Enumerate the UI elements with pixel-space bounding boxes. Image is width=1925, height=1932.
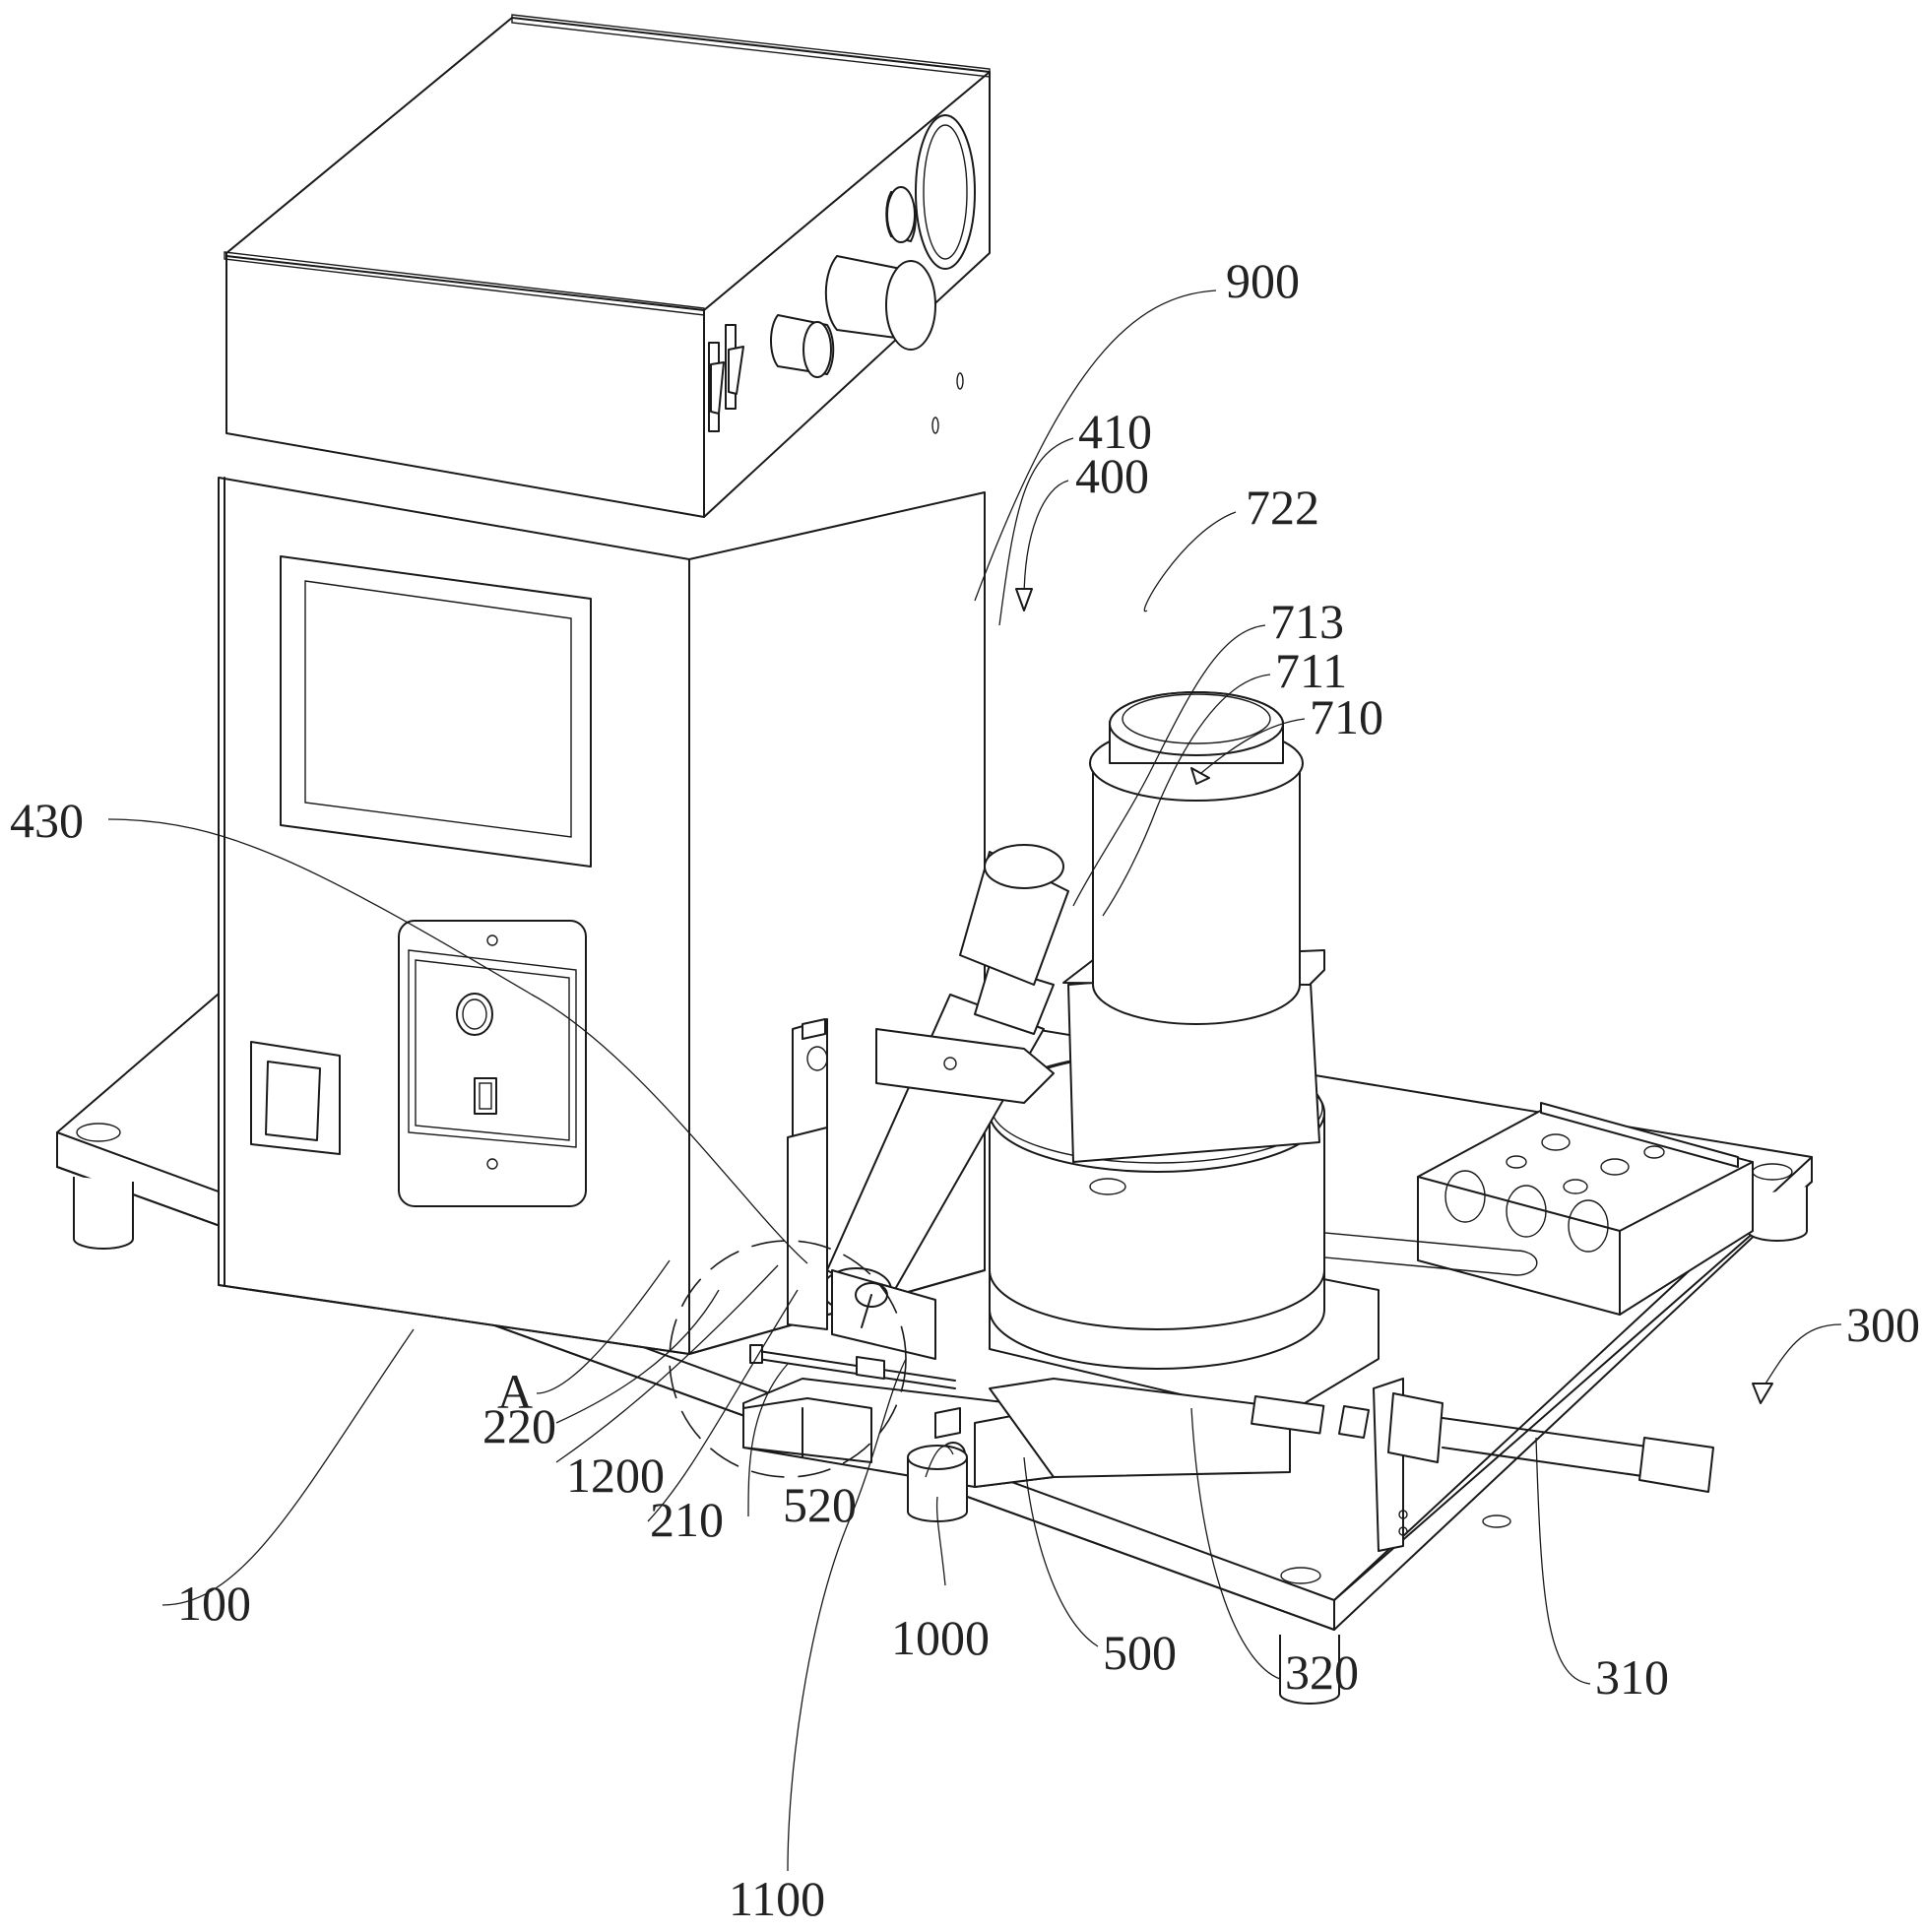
spindle-400 — [787, 844, 1069, 1360]
label-100: 100 — [177, 1576, 251, 1631]
leader-lines — [107, 290, 1842, 1872]
cylinder-300 — [1251, 1378, 1714, 1552]
top-housing — [224, 14, 991, 518]
fixture-assembly — [669, 1240, 1291, 1522]
label-1000: 1000 — [891, 1610, 990, 1665]
label-220: 220 — [482, 1398, 556, 1453]
motor-722 — [1062, 691, 1325, 1163]
label-711: 711 — [1275, 643, 1347, 698]
manifold-block — [1417, 1102, 1754, 1316]
label-400: 400 — [1075, 448, 1149, 503]
label-710: 710 — [1310, 689, 1383, 744]
label-1100: 1100 — [729, 1871, 825, 1926]
label-900: 900 — [1226, 253, 1300, 308]
label-A: A — [497, 1364, 533, 1419]
label-210: 210 — [650, 1492, 724, 1547]
label-310: 310 — [1595, 1649, 1669, 1705]
label-520: 520 — [783, 1477, 857, 1532]
label-410: 410 — [1078, 404, 1152, 459]
label-500: 500 — [1103, 1625, 1177, 1680]
label-1200: 1200 — [566, 1448, 665, 1503]
label-300: 300 — [1846, 1297, 1920, 1352]
label-713: 713 — [1270, 594, 1344, 649]
label-722: 722 — [1246, 480, 1319, 535]
label-320: 320 — [1285, 1644, 1359, 1700]
label-430: 430 — [10, 793, 84, 848]
